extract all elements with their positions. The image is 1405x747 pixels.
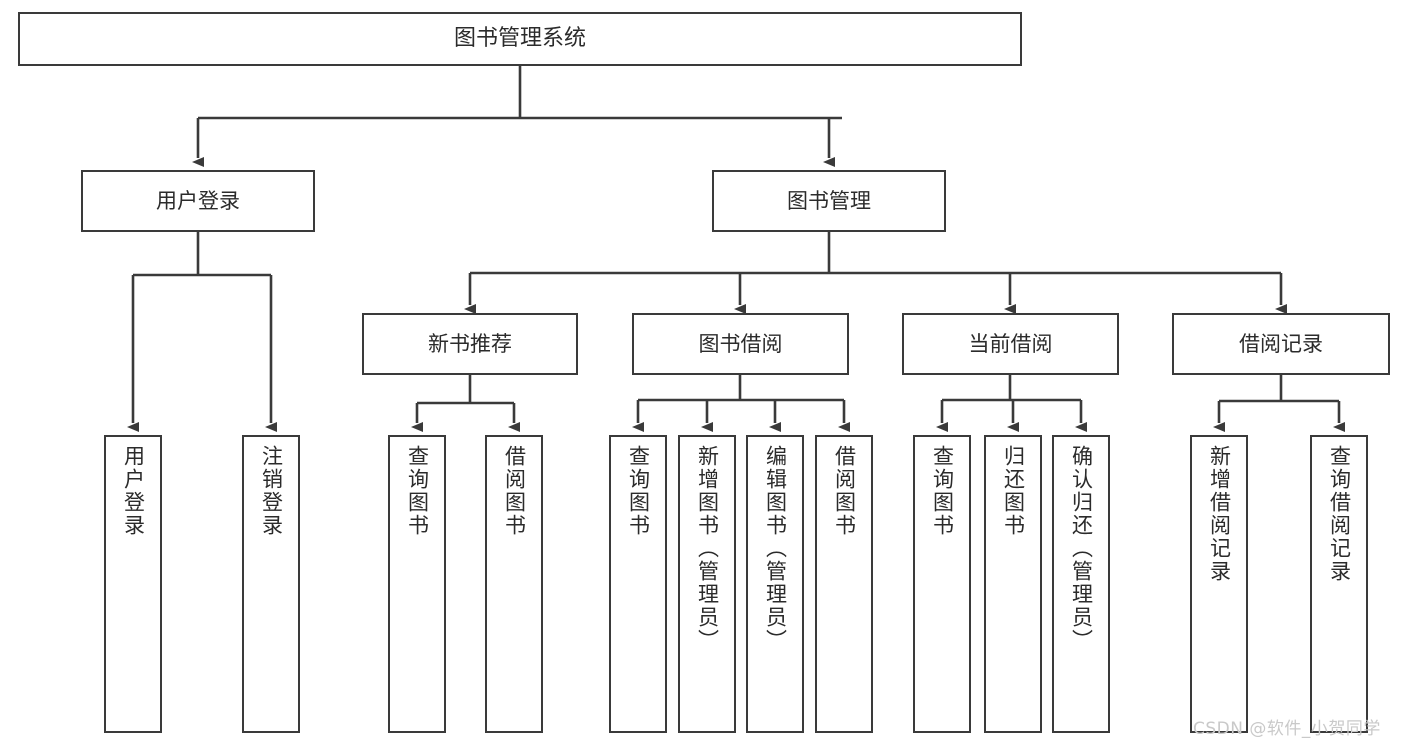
- leaf-book-borrow-1-label: 查询图书: [626, 445, 651, 537]
- leaf-new-book-rec-1-label: 查询图书: [405, 445, 430, 537]
- node-current-borrow-label: 当前借阅: [968, 331, 1053, 356]
- leaf-current-borrow-2-label: 归还图书: [1001, 445, 1026, 537]
- node-book-manage-label: 图书管理: [787, 188, 871, 213]
- leaf-book-borrow-3[interactable]: 编辑图书（管理员）: [746, 435, 804, 733]
- leaf-current-borrow-1[interactable]: 查询图书: [913, 435, 971, 733]
- node-user-login-label: 用户登录: [156, 188, 240, 213]
- node-user-login[interactable]: 用户登录: [81, 170, 315, 232]
- node-current-borrow[interactable]: 当前借阅: [902, 313, 1119, 375]
- leaf-book-borrow-2[interactable]: 新增图书（管理员）: [678, 435, 736, 733]
- leaf-book-borrow-2-label: 新增图书（管理员）: [695, 445, 720, 652]
- node-borrow-record[interactable]: 借阅记录: [1172, 313, 1390, 375]
- leaf-new-book-rec-2-label: 借阅图书: [502, 445, 527, 537]
- leaf-new-book-rec-1[interactable]: 查询图书: [388, 435, 446, 733]
- node-root-label: 图书管理系统: [453, 26, 586, 52]
- leaf-borrow-record-2-label: 查询借阅记录: [1327, 445, 1352, 583]
- leaf-user-login-1-label: 用户登录: [121, 445, 146, 537]
- node-new-book-rec[interactable]: 新书推荐: [362, 313, 578, 375]
- leaf-borrow-record-2[interactable]: 查询借阅记录: [1310, 435, 1368, 733]
- leaf-current-borrow-3-label: 确认归还（管理员）: [1069, 445, 1094, 652]
- leaf-current-borrow-3[interactable]: 确认归还（管理员）: [1052, 435, 1110, 733]
- node-root[interactable]: 图书管理系统: [18, 12, 1022, 66]
- leaf-new-book-rec-2[interactable]: 借阅图书: [485, 435, 543, 733]
- leaf-borrow-record-1-label: 新增借阅记录: [1207, 445, 1232, 583]
- leaf-book-borrow-3-label: 编辑图书（管理员）: [763, 445, 788, 652]
- leaf-borrow-record-1[interactable]: 新增借阅记录: [1190, 435, 1248, 733]
- node-new-book-rec-label: 新书推荐: [428, 331, 512, 356]
- node-book-borrow-label: 图书借阅: [698, 331, 783, 356]
- node-borrow-record-label: 借阅记录: [1239, 331, 1323, 356]
- leaf-book-borrow-1[interactable]: 查询图书: [609, 435, 667, 733]
- node-book-borrow[interactable]: 图书借阅: [632, 313, 849, 375]
- node-book-manage[interactable]: 图书管理: [712, 170, 946, 232]
- leaf-current-borrow-2[interactable]: 归还图书: [984, 435, 1042, 733]
- leaf-user-login-1[interactable]: 用户登录: [104, 435, 162, 733]
- watermark-text: CSDN @软件_小贺同学: [1193, 719, 1381, 739]
- leaf-current-borrow-1-label: 查询图书: [930, 445, 955, 537]
- leaf-book-borrow-4-label: 借阅图书: [832, 445, 857, 537]
- leaf-user-login-2-label: 注销登录: [259, 445, 284, 537]
- leaf-book-borrow-4[interactable]: 借阅图书: [815, 435, 873, 733]
- leaf-user-login-2[interactable]: 注销登录: [242, 435, 300, 733]
